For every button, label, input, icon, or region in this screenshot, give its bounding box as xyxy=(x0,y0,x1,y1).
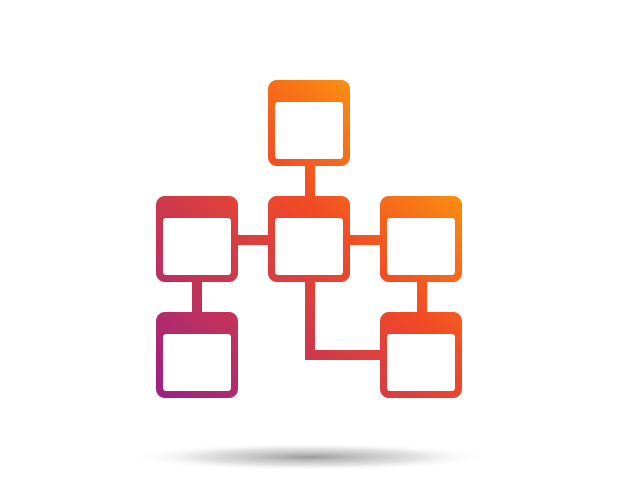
table-nodes xyxy=(156,80,462,398)
connector-lines xyxy=(192,166,427,360)
drop-shadow xyxy=(130,443,490,471)
table-node-left xyxy=(156,196,238,282)
table-node-right xyxy=(380,196,462,282)
table-node-body xyxy=(275,218,343,275)
table-node-center xyxy=(268,196,350,282)
table-node-bottom-left xyxy=(156,312,238,398)
table-node-top xyxy=(268,80,350,166)
table-node-body xyxy=(163,334,231,391)
table-node-bottom-right xyxy=(380,312,462,398)
connector-center-bottomright xyxy=(305,280,382,360)
table-node-body xyxy=(387,218,455,275)
table-node-body xyxy=(163,218,231,275)
table-node-body xyxy=(275,102,343,159)
table-node-body xyxy=(387,334,455,391)
